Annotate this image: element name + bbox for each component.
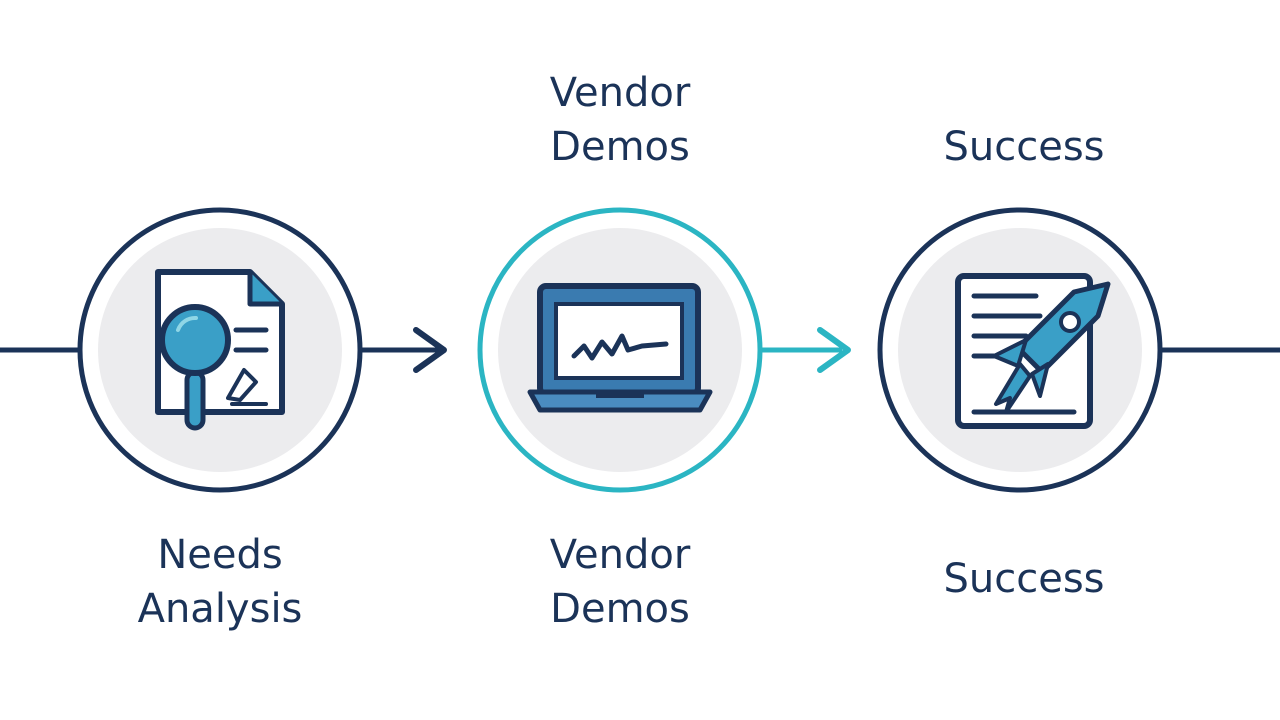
arrow-right-icon <box>413 327 447 373</box>
document-magnifier-icon <box>155 269 285 431</box>
step-2-bottom-label: Vendor Demos <box>520 528 720 636</box>
step-2-top-label: Vendor Demos <box>520 66 720 174</box>
step-needs-analysis <box>77 207 363 493</box>
step-3-bottom-label: Success <box>904 552 1144 606</box>
label-line: Analysis <box>137 586 303 632</box>
label-line: Needs <box>157 532 283 578</box>
step-3-top-label: Success <box>904 120 1144 174</box>
rocket-document-icon <box>955 273 1111 429</box>
label-line: Vendor <box>549 70 691 116</box>
arrow-right-icon <box>817 327 851 373</box>
label-line: Success <box>943 556 1105 602</box>
label-line: Vendor <box>549 532 691 578</box>
step-vendor-demos <box>477 207 763 493</box>
label-line: Demos <box>550 586 690 632</box>
step-success <box>877 207 1163 493</box>
step-1-bottom-label: Needs Analysis <box>110 528 330 636</box>
label-line: Success <box>943 124 1105 170</box>
laptop-chart-icon <box>527 283 713 413</box>
label-line: Demos <box>550 124 690 170</box>
